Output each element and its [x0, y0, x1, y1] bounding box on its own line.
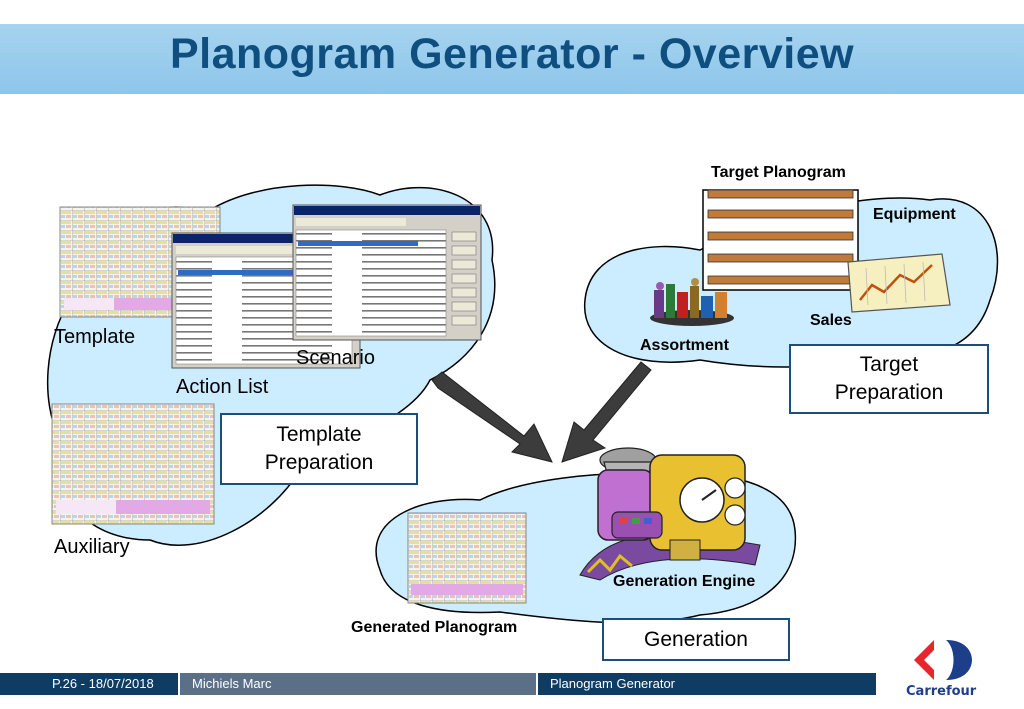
generated-planogram-label: Generated Planogram: [351, 619, 518, 636]
target-preparation-box: Target Preparation: [789, 344, 989, 414]
target-planogram-label: Target Planogram: [711, 164, 846, 181]
generation-box: Generation: [602, 618, 790, 661]
assortment-label: Assortment: [640, 337, 729, 354]
footer-topic: Planogram Generator: [538, 673, 876, 695]
carrefour-logo-text: Carrefour: [906, 684, 977, 699]
carrefour-logo-icon: [914, 640, 972, 680]
sales-label: Sales: [810, 312, 852, 329]
scenario-window: [292, 204, 482, 341]
footer-page: P.26 - 18/07/2018: [0, 673, 178, 695]
arrow-from-template: [431, 371, 553, 463]
arrow-from-target: [561, 361, 652, 463]
action-list-label: Action List: [176, 376, 269, 398]
shelf-equipment-icon: [702, 189, 859, 291]
title-bar: [0, 24, 1024, 94]
auxiliary-planogram-thumb: [51, 403, 215, 525]
footer-author: Michiels Marc: [180, 673, 536, 695]
equipment-label: Equipment: [873, 206, 956, 223]
sales-chart-icon: [847, 253, 951, 313]
scenario-label: Scenario: [296, 347, 375, 369]
generated-planogram-thumb: [407, 512, 527, 604]
slide-title: Planogram Generator - Overview: [169, 30, 855, 78]
template-preparation-box: Template Preparation: [220, 413, 418, 485]
template-label: Template: [54, 326, 136, 348]
generation-engine-label: Generation Engine: [613, 573, 756, 590]
generation-engine-icon: [579, 447, 761, 581]
auxiliary-label: Auxiliary: [54, 536, 130, 558]
assortment-products-icon: [650, 278, 734, 326]
